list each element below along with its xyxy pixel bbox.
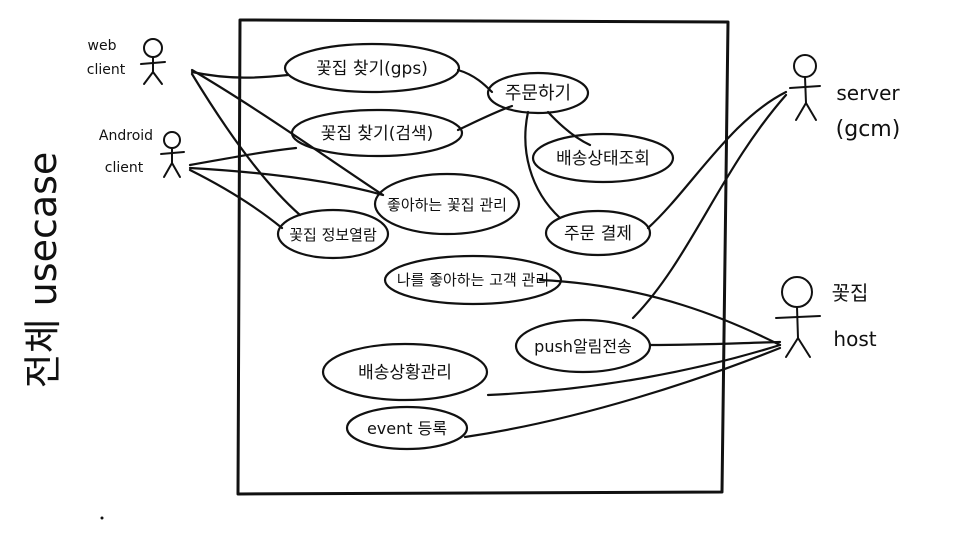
assoc-server-push bbox=[631, 93, 788, 320]
stick-figure-icon bbox=[775, 276, 821, 358]
usecase-delivery-manage: 배송상황관리 bbox=[321, 342, 489, 402]
usecase-label: 좋아하는 꽃집 관리 bbox=[387, 196, 507, 214]
actor-server: server (gcm) bbox=[789, 54, 901, 142]
actor-flower-shop-host: 꽃집 host bbox=[775, 276, 877, 358]
assoc-web-info bbox=[190, 72, 302, 217]
assoc-gps-order bbox=[456, 68, 494, 94]
actor-label: web bbox=[88, 38, 117, 54]
assoc-host-favorite-customer bbox=[538, 278, 782, 347]
usecase-push-alarm: push알림전송 bbox=[514, 318, 652, 374]
usecase-event-register: event 등록 bbox=[345, 405, 469, 451]
actor-label: (gcm) bbox=[836, 117, 901, 142]
usecase-order: 주문하기 bbox=[486, 71, 590, 115]
usecase-label: 꽃집 정보열람 bbox=[289, 226, 377, 244]
stray-dot bbox=[100, 516, 104, 520]
diagram-title-text: 전체 usecase bbox=[21, 152, 65, 389]
actor-label: host bbox=[833, 327, 876, 351]
usecase-label: push알림전송 bbox=[534, 337, 632, 356]
actor-web-client: web client bbox=[87, 38, 166, 85]
stick-figure-icon bbox=[140, 38, 166, 85]
usecase-label: 꽃집 찾기(gps) bbox=[316, 59, 428, 79]
assoc-order-delivery bbox=[546, 110, 592, 147]
usecase-label: 배송상황관리 bbox=[358, 363, 452, 383]
actor-android-client: Android client bbox=[99, 128, 185, 178]
system-boundary bbox=[236, 18, 730, 496]
assoc-server-payment bbox=[646, 90, 788, 230]
assoc-android-info bbox=[188, 168, 284, 230]
associations bbox=[188, 68, 788, 439]
usecase-payment: 주문 결제 bbox=[544, 209, 652, 257]
assoc-android-favorite bbox=[188, 166, 385, 197]
assoc-host-event bbox=[463, 346, 782, 439]
usecase-label: 나를 좋아하는 고객 관리 bbox=[397, 271, 549, 289]
usecase-favorite-flowershop: 좋아하는 꽃집 관리 bbox=[373, 172, 521, 236]
usecase-label: event 등록 bbox=[367, 419, 447, 438]
usecase-label: 주문하기 bbox=[505, 83, 571, 104]
assoc-search-order bbox=[456, 104, 514, 132]
stick-figure-icon bbox=[160, 131, 185, 178]
stick-figure-icon bbox=[789, 54, 821, 121]
actor-label: 꽃집 bbox=[832, 281, 869, 305]
assoc-host-push bbox=[648, 340, 782, 347]
usecase-find-flowershop-search: 꽃집 찾기(검색) bbox=[290, 108, 464, 158]
assoc-order-payment bbox=[524, 110, 562, 220]
usecase-favorite-customer: 나를 좋아하는 고객 관리 bbox=[383, 254, 563, 306]
usecase-label: 꽃집 찾기(검색) bbox=[321, 124, 434, 144]
usecase-flowershop-info: 꽃집 정보열람 bbox=[276, 208, 390, 260]
usecase-delivery-status: 배송상태조회 bbox=[531, 132, 675, 184]
usecase-find-flowershop-gps: 꽃집 찾기(gps) bbox=[283, 42, 461, 94]
assoc-host-delivery-manage bbox=[486, 343, 782, 397]
actor-label: client bbox=[105, 160, 144, 176]
usecase-label: 배송상태조회 bbox=[556, 149, 650, 169]
diagram-title: 전체 usecase bbox=[21, 152, 65, 389]
assoc-web-find-gps bbox=[190, 70, 290, 79]
usecase-label: 주문 결제 bbox=[564, 224, 632, 244]
actor-label: client bbox=[87, 62, 126, 78]
assoc-android-find-search bbox=[188, 146, 298, 167]
actor-label: Android bbox=[99, 128, 153, 144]
actor-label: server bbox=[836, 81, 900, 105]
